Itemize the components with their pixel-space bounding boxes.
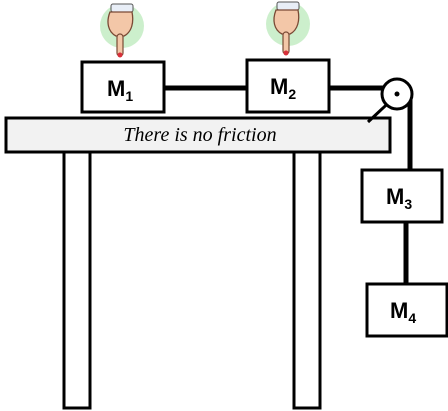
- block-m1-letter: M: [107, 76, 125, 101]
- svg-text:M3: M3: [386, 184, 412, 212]
- table-leg-left: [62, 150, 92, 410]
- pointing-hand-icon: [100, 3, 144, 58]
- pointing-hand-icon: [266, 1, 310, 56]
- block-m1: M1: [80, 60, 166, 114]
- block-m3-sub: 3: [404, 196, 412, 212]
- block-m1-sub: 1: [125, 88, 133, 104]
- svg-text:M2: M2: [270, 74, 296, 102]
- block-m4-sub: 4: [408, 310, 416, 326]
- block-m3: M3: [360, 168, 444, 224]
- block-m2-sub: 2: [288, 86, 296, 102]
- svg-text:M1: M1: [107, 76, 133, 104]
- table-leg-right: [292, 150, 322, 410]
- block-m3-letter: M: [386, 184, 404, 209]
- block-m2-letter: M: [270, 74, 288, 99]
- table-top: [4, 116, 392, 154]
- pulley-icon: [380, 77, 414, 111]
- block-m2: M2: [245, 58, 331, 114]
- svg-text:M4: M4: [390, 298, 416, 326]
- block-m4: M4: [365, 282, 448, 338]
- friction-caption: There is no friction: [123, 124, 276, 146]
- block-m4-letter: M: [390, 298, 408, 323]
